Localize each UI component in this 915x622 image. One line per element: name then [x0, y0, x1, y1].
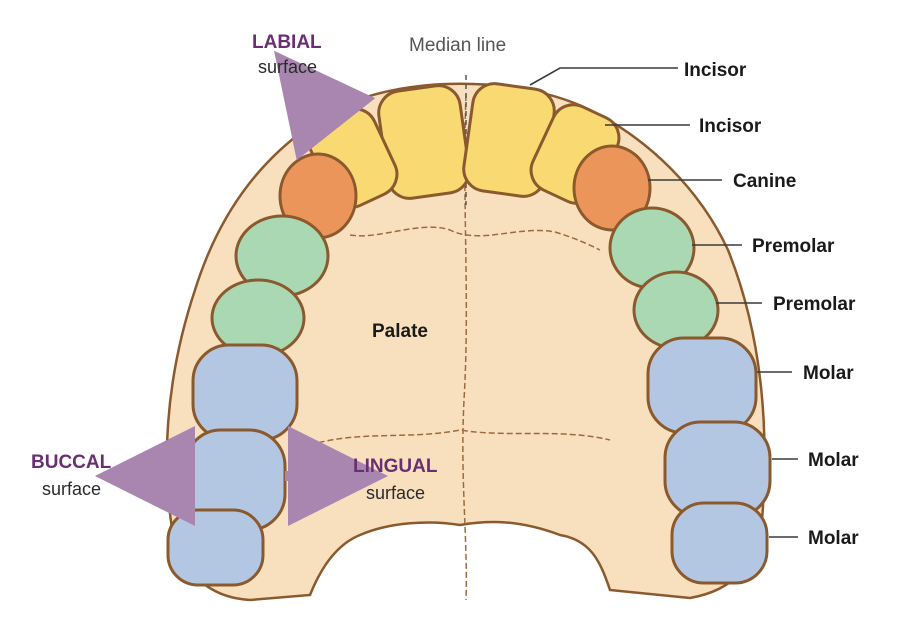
molar-tooth	[191, 343, 299, 442]
palate-suture	[462, 94, 468, 601]
tooth-label-canine: Canine	[733, 171, 796, 192]
molar-tooth	[166, 508, 265, 587]
tooth-label-molar-1: Molar	[803, 363, 854, 384]
palate-label: Palate	[372, 321, 428, 342]
lingual-surface-title: LINGUAL	[353, 456, 438, 477]
median-line-label: Median line	[409, 35, 506, 56]
lingual-surface-subtitle: surface	[366, 483, 425, 503]
buccal-surface-subtitle: surface	[42, 479, 101, 499]
molar-tooth	[670, 501, 769, 585]
tooth-label-premolar-2: Premolar	[773, 294, 856, 315]
tooth-label-incisor-2: Incisor	[699, 116, 762, 137]
labial-surface-subtitle: surface	[258, 57, 317, 77]
tooth-label-premolar-1: Premolar	[752, 236, 835, 257]
canine-tooth	[572, 144, 652, 232]
labial-arrow	[274, 50, 376, 161]
labial-surface-title: LABIAL	[252, 32, 322, 53]
leader-line	[529, 67, 678, 86]
tooth-label-molar-3: Molar	[808, 528, 859, 549]
tooth-label-incisor-1: Incisor	[684, 60, 747, 81]
buccal-surface-title: BUCCAL	[31, 452, 112, 473]
palate-suture	[349, 226, 601, 251]
molar-tooth	[646, 336, 758, 435]
tooth-label-molar-2: Molar	[808, 450, 859, 471]
